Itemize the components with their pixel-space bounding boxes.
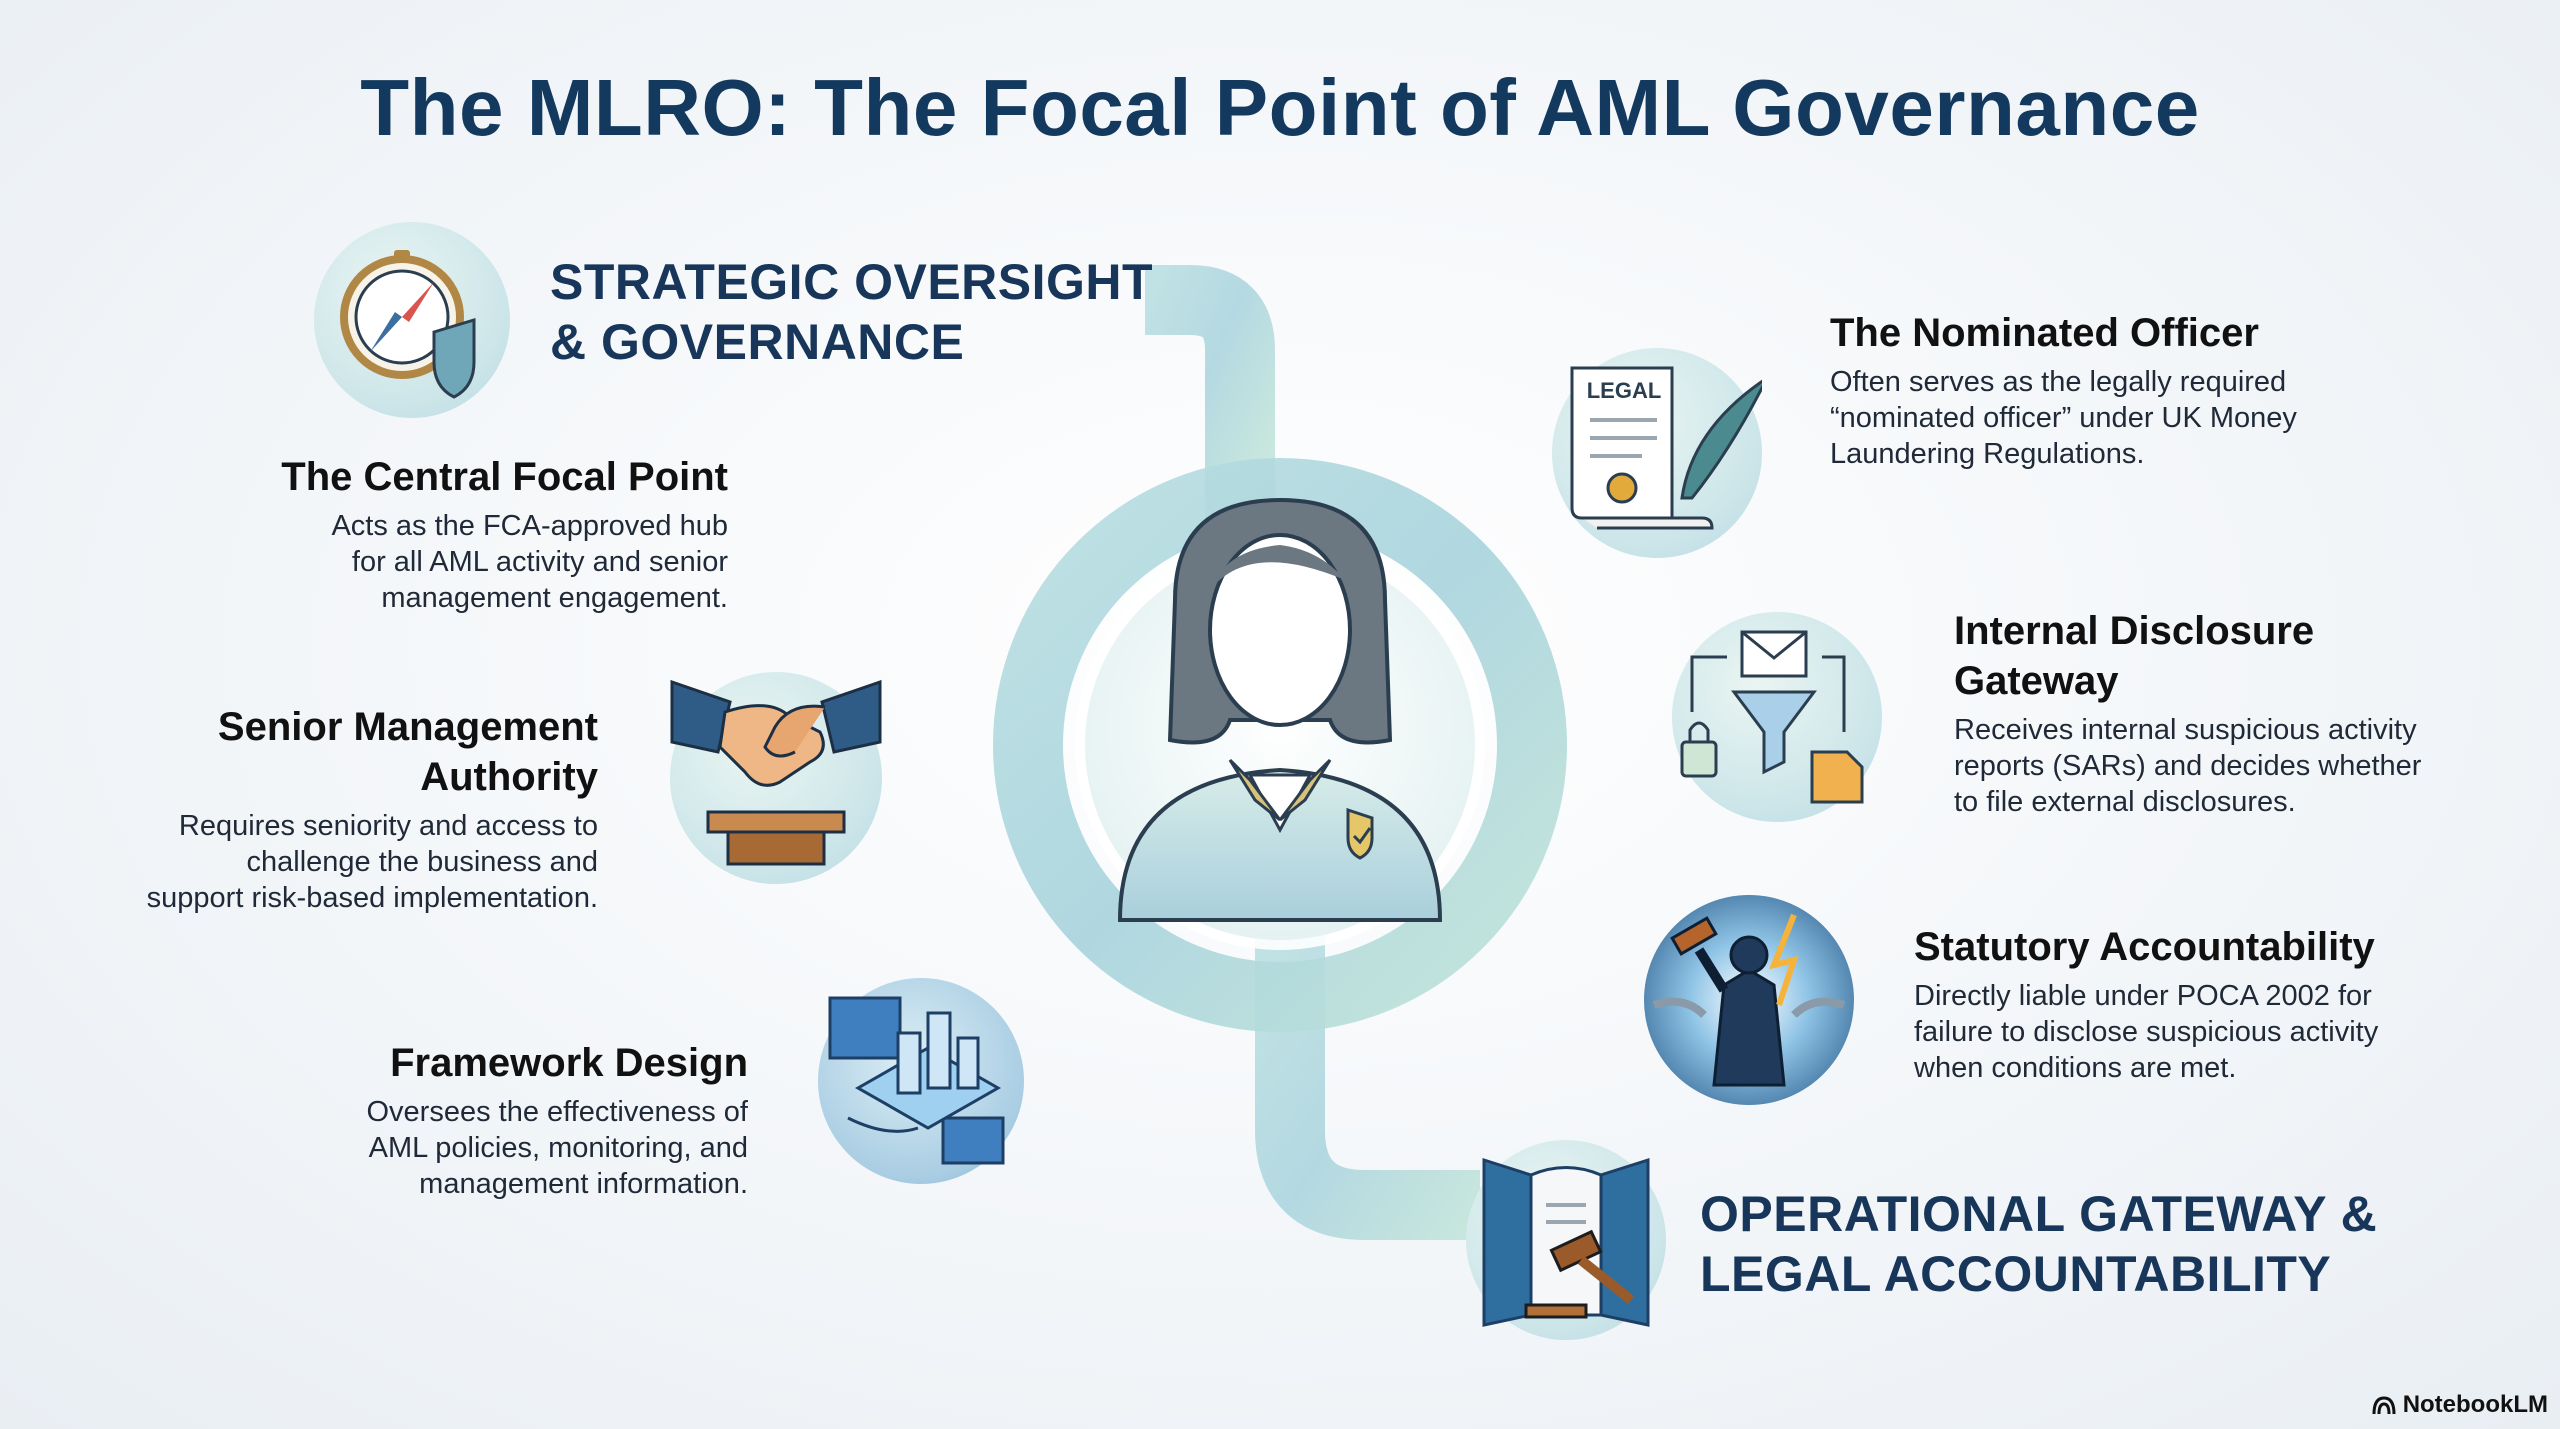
- item-title: Framework Design: [390, 1041, 748, 1085]
- item-description: Requires seniority and access to challen…: [0, 808, 598, 916]
- item-central-focal-point: The Central Focal Point Acts as the FCA-…: [28, 452, 728, 616]
- compass-shield-icon: [314, 222, 510, 418]
- item-framework-design: Framework Design Oversees the effectiven…: [98, 1038, 748, 1202]
- description-line: management information.: [419, 1168, 748, 1200]
- item-description: Directly liable under POCA 2002 for fail…: [1914, 978, 2554, 1086]
- disclosure-funnel-icon: [1672, 612, 1882, 822]
- gate-gavel-icon: [1466, 1140, 1666, 1340]
- item-description: Often serves as the legally required “no…: [1830, 364, 2550, 472]
- title-line: Internal Disclosure: [1954, 609, 2315, 653]
- description-line: reports (SARs) and decides whether: [1954, 750, 2422, 782]
- item-title: Senior Management Authority: [0, 702, 598, 802]
- item-description: Receives internal suspicious activity re…: [1954, 712, 2554, 820]
- description-line: AML policies, monitoring, and: [368, 1132, 748, 1164]
- description-line: challenge the business and: [246, 846, 598, 878]
- description-line: to file external disclosures.: [1954, 786, 2296, 818]
- title-line: Authority: [420, 755, 598, 799]
- section-heading-line: OPERATIONAL GATEWAY &: [1700, 1186, 2378, 1242]
- section-heading-operational: OPERATIONAL GATEWAY & LEGAL ACCOUNTABILI…: [1700, 1184, 2377, 1304]
- title-line: Senior Management: [217, 705, 598, 749]
- legal-document-quill-icon: LEGAL: [1552, 348, 1762, 558]
- mlro-person-icon: [1117, 497, 1443, 922]
- description-line: failure to disclose suspicious activity: [1914, 1016, 2379, 1048]
- description-line: management engagement.: [381, 582, 728, 614]
- description-line: support risk-based implementation.: [146, 882, 598, 914]
- description-line: Requires seniority and access to: [178, 810, 598, 842]
- description-line: when conditions are met.: [1914, 1052, 2237, 1084]
- item-statutory-accountability: Statutory Accountability Directly liable…: [1914, 922, 2554, 1086]
- item-senior-management-authority: Senior Management Authority Requires sen…: [0, 702, 598, 916]
- description-line: Oversees the effectiveness of: [366, 1096, 748, 1128]
- description-line: for all AML activity and senior: [351, 546, 728, 578]
- item-description: Oversees the effectiveness of AML polici…: [98, 1094, 748, 1202]
- item-title: The Nominated Officer: [1830, 311, 2259, 355]
- handshake-icon: [670, 672, 882, 884]
- framework-blueprint-icon: [818, 978, 1024, 1184]
- section-heading-strategic: STRATEGIC OVERSIGHT & GOVERNANCE: [550, 252, 1153, 372]
- title-line: Gateway: [1954, 659, 2119, 703]
- description-line: Laundering Regulations.: [1830, 438, 2145, 470]
- legal-label: LEGAL: [1587, 378, 1662, 403]
- item-title: Statutory Accountability: [1914, 925, 2375, 969]
- item-internal-disclosure-gateway: Internal Disclosure Gateway Receives int…: [1954, 606, 2554, 820]
- item-nominated-officer: The Nominated Officer Often serves as th…: [1830, 308, 2550, 472]
- description-line: Directly liable under POCA 2002 for: [1914, 980, 2372, 1012]
- page-title: The MLRO: The Focal Point of AML Governa…: [360, 63, 2200, 152]
- item-title: Internal Disclosure Gateway: [1954, 606, 2554, 706]
- description-line: Acts as the FCA-approved hub: [331, 510, 728, 542]
- notebooklm-logo: NotebookLM: [2371, 1391, 2548, 1419]
- description-line: Receives internal suspicious activity: [1954, 714, 2417, 746]
- brand-label: NotebookLM: [2402, 1391, 2548, 1418]
- section-heading-line: LEGAL ACCOUNTABILITY: [1700, 1246, 2332, 1302]
- item-title: The Central Focal Point: [281, 455, 728, 499]
- statutory-accountability-icon: [1644, 895, 1854, 1105]
- description-line: Often serves as the legally required: [1830, 366, 2287, 398]
- item-description: Acts as the FCA-approved hub for all AML…: [28, 508, 728, 616]
- notebooklm-icon: [2372, 1396, 2396, 1415]
- description-line: “nominated officer” under UK Money: [1830, 402, 2297, 434]
- section-heading-line: & GOVERNANCE: [550, 314, 965, 370]
- section-heading-line: STRATEGIC OVERSIGHT: [550, 254, 1154, 310]
